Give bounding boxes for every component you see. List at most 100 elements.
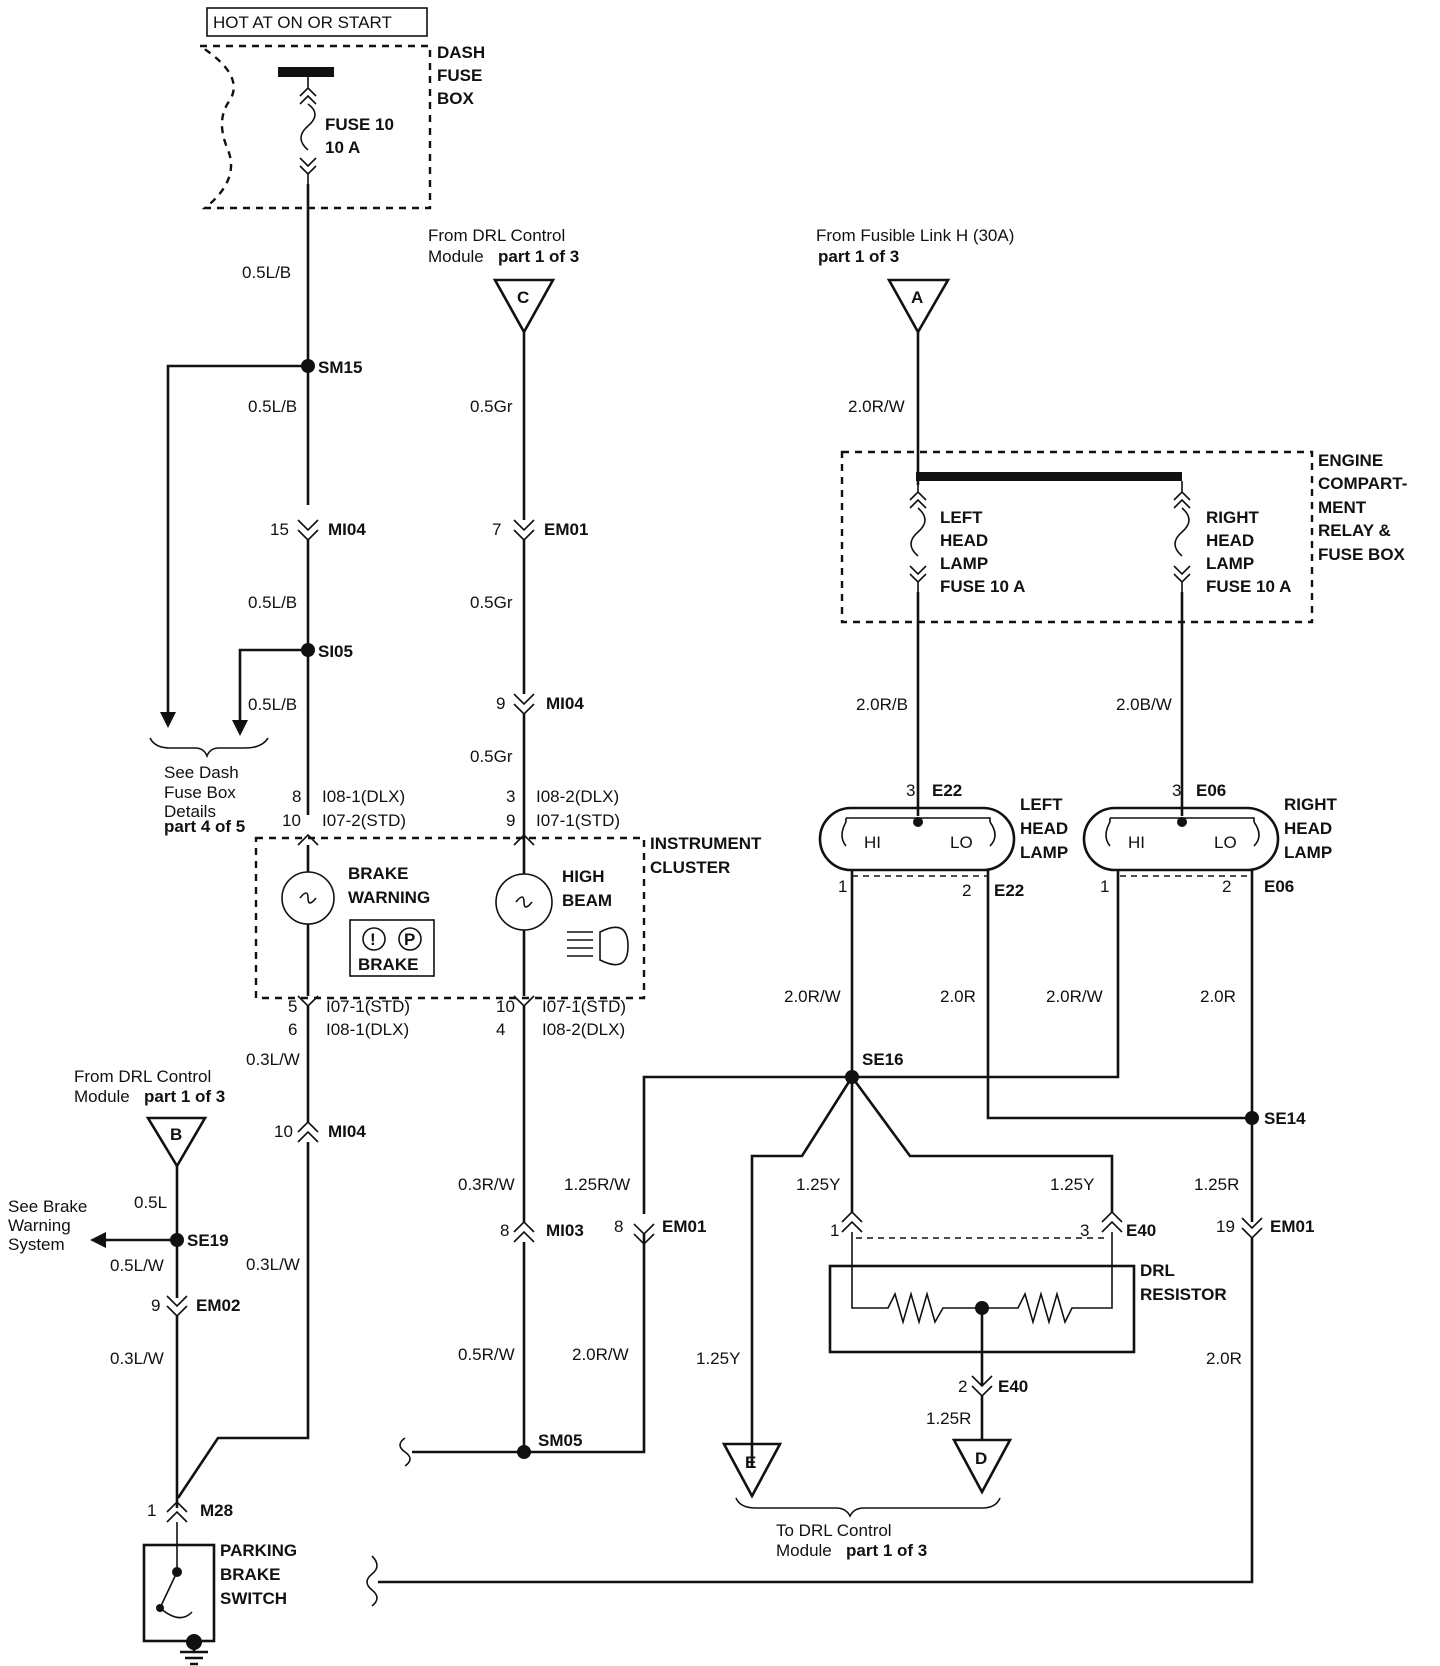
from-drl-c-module: Module (428, 247, 484, 266)
i08-2-dlx-label: I08-2(DLX) (536, 787, 619, 806)
sm15-label: SM15 (318, 358, 362, 377)
from-fusible-part: part 1 of 3 (818, 247, 899, 266)
left-lamp-filaments (841, 818, 996, 847)
wire-em01c-down (378, 1238, 1254, 1584)
i07-1-std-c-label: I07-1(STD) (542, 997, 626, 1016)
connector-e-triangle (721, 1442, 783, 1499)
drl-resistor-label-2: RESISTOR (1140, 1285, 1227, 1304)
wire-label-05l: 0.5L (134, 1193, 167, 1212)
pin-19: 19 (1216, 1217, 1235, 1236)
instrument-cluster-outline (254, 836, 646, 1000)
pin-6: 6 (288, 1020, 297, 1039)
pin-9c: 9 (151, 1296, 160, 1315)
pin-8c: 8 (614, 1217, 623, 1236)
em01-label: EM01 (544, 520, 588, 539)
wire-right-hi (852, 870, 1120, 1079)
high-beam-label: HIGH (562, 867, 605, 886)
m28-label: M28 (200, 1501, 233, 1520)
i08-1-dlx-b-label: I08-1(DLX) (326, 1020, 409, 1039)
wire-label-20rw-b: 2.0R/W (784, 987, 841, 1006)
pin-1l: 1 (838, 877, 847, 896)
wire-label-125rw: 1.25R/W (564, 1175, 630, 1194)
engine-box-label-3: MENT (1318, 498, 1367, 517)
connector-mi03 (513, 1220, 535, 1243)
to-drl-label: To DRL Control (776, 1521, 892, 1540)
wire-em01b-up (642, 1075, 852, 1214)
brake-symbol-box (349, 919, 435, 977)
bus-bar-engine (916, 472, 1182, 481)
from-drl-b-module: Module (74, 1087, 130, 1106)
wire-label-125y-a: 1.25Y (796, 1175, 840, 1194)
hot-at-label: HOT AT ON OR START (213, 13, 392, 32)
mi03-label: MI03 (546, 1221, 584, 1240)
wire-label-20r-c: 2.0R (1206, 1349, 1242, 1368)
left-lamp-label-2: HEAD (1020, 819, 1068, 838)
bus-bar-dash (278, 67, 334, 77)
wire-break-sm05 (399, 1437, 411, 1467)
left-fuse-label: LEFT (940, 508, 983, 527)
se14-label: SE14 (1264, 1109, 1306, 1128)
from-drl-b-label: From DRL Control (74, 1067, 211, 1086)
left-hl-fuse (909, 481, 927, 592)
se16-label: SE16 (862, 1050, 904, 1069)
wire-label-03lw-1: 0.3L/W (246, 1050, 300, 1069)
wire-label-05lb-3: 0.5L/B (248, 593, 297, 612)
see-brake-label: See Brake (8, 1197, 87, 1216)
pin-1-m28: 1 (147, 1501, 156, 1520)
see-dash-label: See Dash (164, 763, 239, 782)
wire-label-05gr-1: 0.5Gr (470, 397, 513, 416)
connector-a-triangle (886, 278, 951, 335)
see-dash-label-4: part 4 of 5 (164, 817, 245, 836)
connector-instr-top-left (297, 833, 319, 846)
em02-label: EM02 (196, 1296, 240, 1315)
brake-warning-label-2: WARNING (348, 888, 430, 907)
connector-instr-top-right (513, 833, 535, 846)
high-beam-label-2: BEAM (562, 891, 612, 910)
left-fuse-label-2: HEAD (940, 531, 988, 550)
left-lamp-label-3: LAMP (1020, 843, 1068, 862)
right-hl-fuse (1173, 481, 1191, 592)
connector-b-triangle (145, 1116, 208, 1169)
arrow-se19 (90, 1232, 106, 1248)
wire-label-05lb-4: 0.5L/B (248, 695, 297, 714)
splice-se14 (1245, 1111, 1259, 1125)
wire-label-05lw: 0.5L/W (110, 1256, 164, 1275)
left-fuse-label-3: LAMP (940, 554, 988, 573)
e06-label: E06 (1196, 781, 1226, 800)
e40-label: E40 (1126, 1221, 1156, 1240)
arrow-si05 (232, 720, 248, 736)
right-lo-label: LO (1214, 833, 1237, 852)
connector-mi04-c (297, 1120, 319, 1143)
from-drl-c-label: From DRL Control (428, 226, 565, 245)
from-fusible-label: From Fusible Link H (30A) (816, 226, 1014, 245)
arrow-sm15 (160, 712, 176, 728)
see-brake-label-2: Warning (8, 1216, 71, 1235)
right-fuse-label-4: FUSE 10 A (1206, 577, 1291, 596)
pin-15: 15 (270, 520, 289, 539)
pin-4: 4 (496, 1020, 505, 1039)
see-dash-label-3: Details (164, 802, 216, 821)
fuse10-amp: 10 A (325, 138, 360, 157)
i07-2-std-label: I07-2(STD) (322, 811, 406, 830)
e22-label: E22 (932, 781, 962, 800)
parking-switch-dot-1 (172, 1567, 182, 1577)
right-headlamp-inner (1109, 817, 1255, 822)
wire-label-20rw-top: 2.0R/W (848, 397, 905, 416)
connector-b-label: B (170, 1125, 182, 1144)
ground-icon (180, 1642, 208, 1666)
see-brake-label-3: System (8, 1235, 65, 1254)
parking-brake-label: PARKING (220, 1541, 297, 1560)
right-lamp-filaments (1105, 821, 1260, 847)
left-hi-label: HI (864, 833, 881, 852)
drl-resistor-label: DRL (1140, 1261, 1175, 1280)
si05-label: SI05 (318, 642, 353, 661)
connector-e-label: E (745, 1453, 756, 1472)
parking-brake-switch-box (142, 1543, 216, 1643)
wire-label-125y-b: 1.25Y (1050, 1175, 1094, 1194)
engine-box-label-5: FUSE BOX (1318, 545, 1406, 564)
connector-m28 (166, 1500, 188, 1523)
from-drl-b-part: part 1 of 3 (144, 1087, 225, 1106)
pin-8b: 8 (500, 1221, 509, 1240)
parking-switch-contact (159, 1522, 193, 1619)
left-fuse-label-4: FUSE 10 A (940, 577, 1025, 596)
